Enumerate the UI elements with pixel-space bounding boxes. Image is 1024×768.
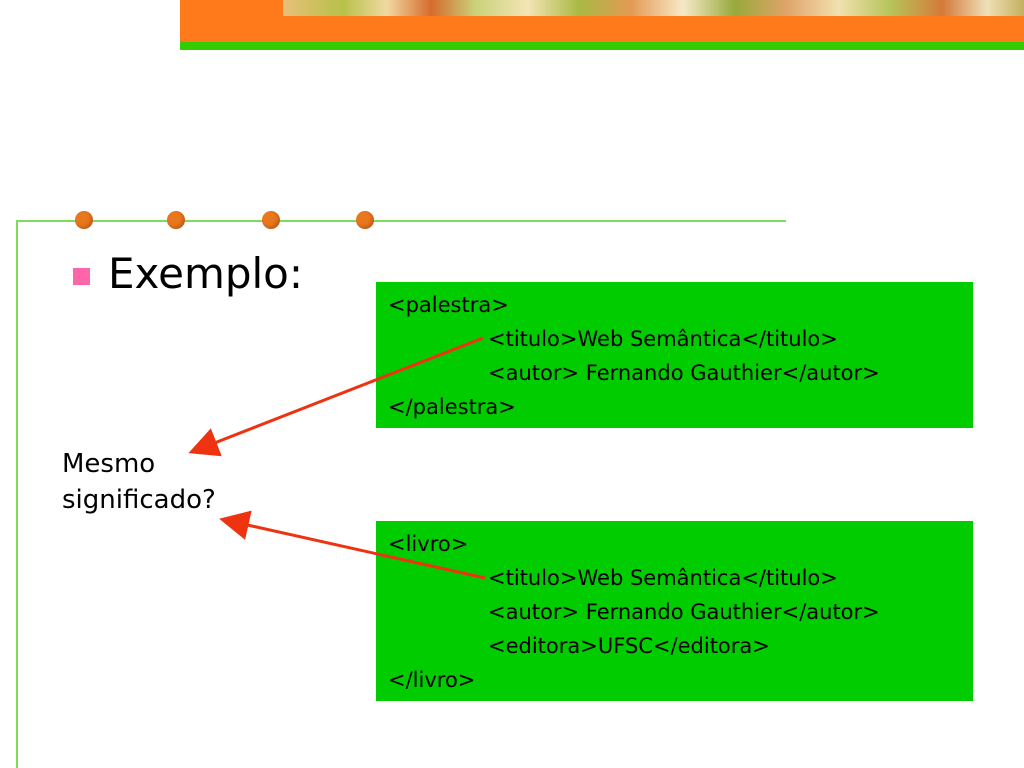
code-line: <editora>UFSC</editora> <box>488 634 770 658</box>
code-box-palestra: <palestra> <titulo>Web Semântica</titulo… <box>376 282 973 428</box>
code-line: <livro> <box>388 532 469 556</box>
code-line: <autor> Fernando Gauthier</autor> <box>488 600 880 624</box>
code-line: <titulo>Web Semântica</titulo> <box>488 327 838 351</box>
decor-dot-2 <box>167 211 185 229</box>
question-text: Mesmo significado? <box>62 446 216 518</box>
question-line-2: significado? <box>62 485 216 515</box>
code-line: <autor> Fernando Gauthier</autor> <box>488 361 880 385</box>
code-line: <titulo>Web Semântica</titulo> <box>488 566 838 590</box>
slide-title: Exemplo: <box>108 249 304 298</box>
decor-dot-4 <box>356 211 374 229</box>
decor-dot-1 <box>75 211 93 229</box>
banner-texture <box>283 0 1024 16</box>
banner-green-stripe <box>180 42 1024 50</box>
code-line: </palestra> <box>388 395 516 419</box>
decor-dot-3 <box>262 211 280 229</box>
vertical-rule <box>16 220 18 768</box>
code-line: <palestra> <box>388 293 509 317</box>
code-line: </livro> <box>388 668 476 692</box>
code-box-livro: <livro> <titulo>Web Semântica</titulo> <… <box>376 521 973 701</box>
bullet-square-icon <box>73 268 90 285</box>
question-line-1: Mesmo <box>62 449 156 479</box>
horizontal-rule <box>16 220 786 222</box>
